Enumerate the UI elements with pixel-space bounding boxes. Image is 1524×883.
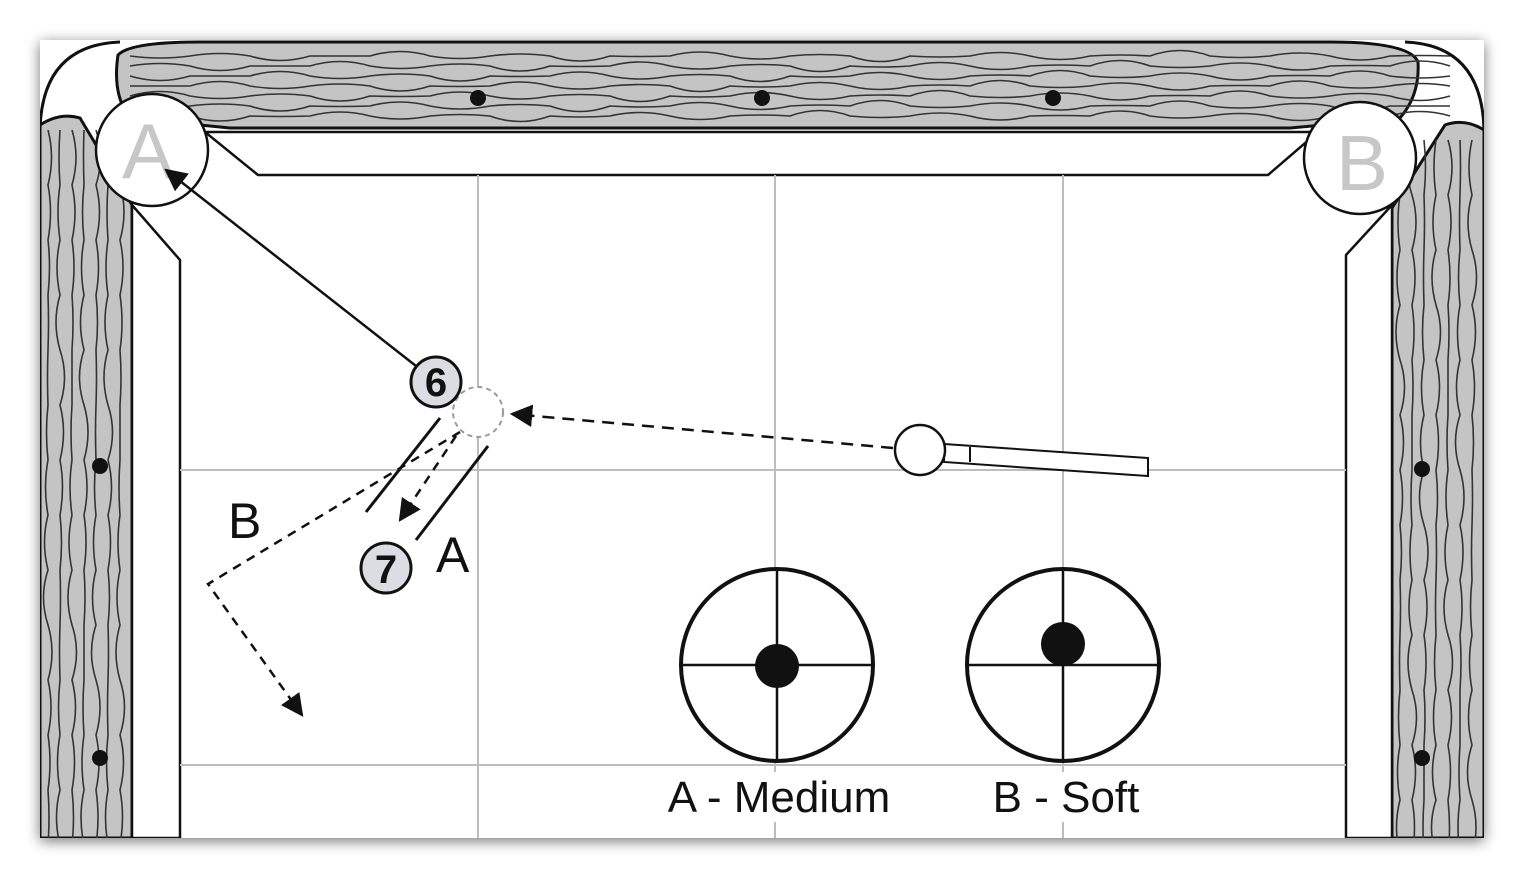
wood-grain-line [103,129,114,838]
ghost-ball [452,386,504,438]
right-cushion [1344,201,1394,838]
wood-grain-line [1430,139,1442,838]
cue-tip-medium [679,567,875,763]
wood-grain-line [42,129,53,838]
ball-7: 7 [359,541,413,595]
wood-grain-line [129,109,1451,123]
wood-grain-line [55,129,66,838]
right-rail-grain [1395,139,1478,838]
wood-grain-line [1443,139,1454,838]
caption-soft: B - Soft [993,773,1140,822]
caption-medium: A - Medium [668,773,891,822]
ball-6: 6 [409,355,463,409]
left-rail-grain [42,129,126,838]
diamonds [92,90,1430,766]
path-b-label: B [228,493,261,549]
ball-6-label: 6 [425,361,447,405]
ball-7-label: 7 [375,548,397,592]
wood-grain-line [129,59,1451,73]
wood-grain-line [129,69,1451,83]
cue-tip-soft [965,567,1161,763]
wood-grain-line [1395,139,1406,838]
pocket-a-label: A [122,107,174,195]
left-cushion [130,201,182,838]
pocket-b: B [1302,100,1418,216]
path-a-rail-right [414,445,490,541]
wood-grain-line [129,99,1450,113]
wood-grain-line [1406,139,1418,838]
cue-ball [893,423,947,477]
pocket-b-label: B [1336,119,1388,207]
tip-dot-soft [1041,622,1085,666]
right-rail [1390,120,1484,838]
wood-grain-line [1454,139,1465,838]
corner-left [40,40,121,131]
top-rail-grain [129,49,1451,123]
wood-grain-line [78,129,89,838]
caption-soft-bg [978,772,1156,822]
wood-grain-line [114,129,126,838]
wood-grain-line [1466,139,1478,838]
object-ball-path [164,168,417,367]
corner-right [1404,40,1484,131]
tip-dot-medium [755,644,799,688]
cue-ball-path [509,404,894,450]
wood-grain-line [1418,139,1429,838]
wood-grain-line [129,49,1451,63]
path-b-arrow [206,430,461,717]
wood-grain-line [67,129,78,838]
caption-medium-bg [648,772,910,822]
wood-grain-line [90,129,102,838]
path-a-arrow [398,435,458,522]
path-a-label: A [436,527,470,583]
wood-grain-line [129,79,1451,93]
wood-grain-line [129,89,1451,103]
top-cushion [201,130,1322,177]
